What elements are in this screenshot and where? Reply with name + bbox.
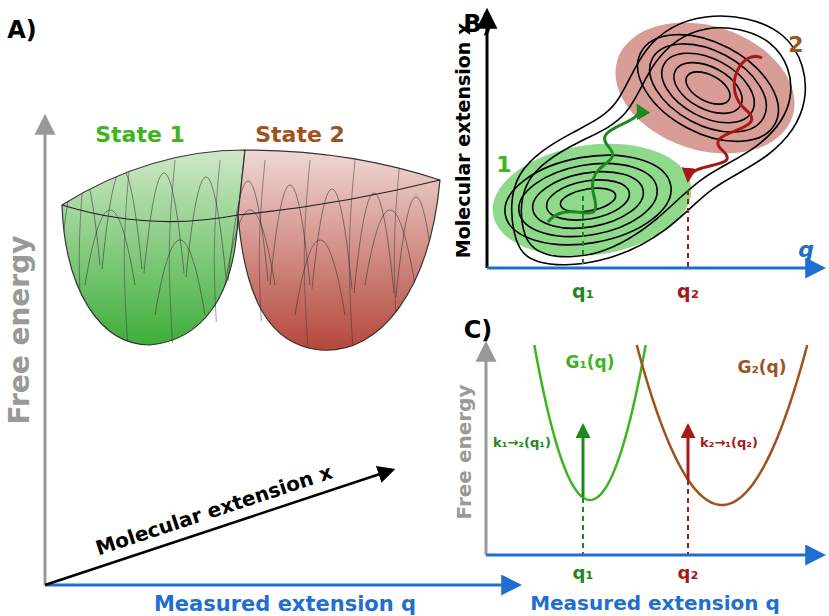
axis-title: Free energy (6, 236, 34, 425)
state-number: 1 (496, 154, 511, 176)
state-name: State 2 (255, 124, 345, 146)
state-number: 2 (788, 34, 803, 56)
contours (498, 13, 806, 265)
q1-marker (582, 498, 584, 555)
rate-label: k₁→₂(q₁) (493, 436, 551, 449)
panel-letter: A) (7, 18, 37, 42)
rate-arrow-1-2 (582, 426, 585, 497)
axis-title: Measured extension q (530, 593, 780, 613)
state-1-well (62, 150, 245, 345)
axis-symbol: q (798, 239, 814, 261)
measured-axis (45, 584, 518, 587)
rate-label: k₂→₁(q₂) (700, 436, 758, 449)
molecular-axis (45, 470, 392, 585)
measured-axis (487, 267, 822, 270)
panel-c (486, 345, 822, 555)
position-label: q₂ (677, 282, 699, 301)
measured-axis (486, 554, 822, 557)
q1-marker (582, 196, 584, 268)
state-name: State 1 (95, 124, 185, 146)
g2-curve (637, 345, 808, 505)
trajectory-2-1 (688, 56, 762, 180)
g1-curve (534, 345, 645, 500)
panel-a (45, 118, 518, 585)
q2-marker (687, 190, 689, 268)
panel-letter: C) (464, 318, 493, 342)
axis-title: Molecular extension x (454, 22, 473, 257)
axis-title: Molecular extension x (93, 462, 335, 559)
surface-grid (60, 160, 436, 350)
trajectory-1-2 (548, 106, 639, 222)
panel-b (485, 1, 822, 269)
curve-label: G₂(q) (737, 359, 786, 376)
position-label: q₁ (573, 564, 594, 582)
position-label: q₁ (572, 282, 594, 301)
axis-title: Measured extension q (154, 594, 416, 615)
curve-label: G₁(q) (565, 354, 614, 371)
free-energy-axis (485, 345, 488, 555)
q2-marker (687, 480, 689, 555)
position-label: q₂ (678, 564, 699, 582)
molecular-axis (486, 12, 489, 268)
rate-arrow-2-1 (687, 426, 690, 480)
free-energy-axis (44, 118, 47, 585)
axis-title: Free energy (454, 385, 474, 520)
state-2-region (598, 1, 811, 176)
state-1-region (485, 132, 698, 269)
